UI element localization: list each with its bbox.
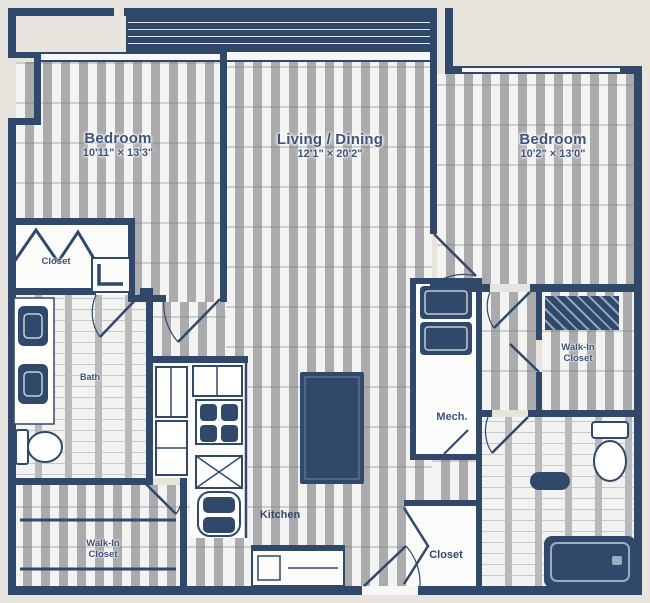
room-entry-closet [406, 504, 478, 586]
room-mech [412, 280, 480, 456]
wall-segment [476, 278, 482, 460]
room-label-living-dining: Living / Dining 12'1" × 20'2" [277, 131, 383, 160]
wall-segment [410, 278, 482, 284]
floor-hall-left [153, 302, 226, 356]
room-kitchen-strip [190, 363, 248, 538]
room-name: Living / Dining [276, 131, 384, 148]
room-label-mech: Mech. [432, 410, 472, 424]
wall-segment [8, 586, 642, 595]
wall-segment [410, 278, 416, 460]
room-fridge-nook [153, 363, 190, 478]
room-label-walkin-left: Walk-In Closet [86, 538, 119, 560]
floor-walkin-left [14, 485, 180, 586]
floor-living-dining [226, 62, 432, 586]
wall-segment [8, 288, 96, 295]
wall-segment [8, 218, 135, 225]
wall-segment [482, 410, 492, 417]
floor-corridor-right [482, 292, 536, 410]
entry-threshold [362, 586, 418, 595]
label-line: Closet [88, 549, 118, 560]
room-label-kitchen: Kitchen [259, 509, 301, 521]
wall-segment [445, 8, 453, 72]
wall-segment [8, 118, 41, 125]
wall-segment [8, 8, 433, 16]
wall-segment [404, 500, 482, 506]
floor-bath-left [12, 295, 146, 485]
floor-bath-right [482, 417, 634, 586]
wall-segment [476, 460, 482, 586]
wall-segment [8, 478, 146, 485]
wall-segment [8, 8, 16, 58]
wall-segment [34, 52, 41, 125]
wall-segment [220, 52, 227, 302]
room-label-bedroom-left: Bedroom 10'11" × 13'3" [83, 130, 153, 159]
wall-segment [146, 288, 153, 485]
wall-segment [536, 372, 542, 417]
room-label-entry-closet: Closet [429, 549, 463, 561]
room-dims: 12'1" × 20'2" [297, 148, 363, 160]
room-label-bedroom-closet: Closet [41, 256, 71, 267]
wall-segment [8, 52, 41, 58]
room-label-bedroom-right: Bedroom 10'2" × 13'0" [519, 131, 586, 160]
room-dims: 10'2" × 13'0" [520, 148, 586, 160]
room-label-bath: Bath [80, 372, 100, 382]
wall-segment [153, 356, 248, 363]
wall-segment [530, 284, 642, 292]
room-name: Bedroom [84, 130, 152, 147]
room-closet-topleft [12, 225, 134, 295]
room-label-walkin-right: Walk-In Closet [561, 342, 594, 364]
balcony-deck [126, 12, 436, 50]
wall-segment [128, 218, 135, 302]
wall-segment [634, 70, 642, 594]
label-line: Walk-In [86, 538, 120, 549]
floor-hall-nook [432, 460, 476, 500]
wall-gap [114, 8, 124, 16]
wall-segment [8, 125, 16, 594]
closet-shelf-hatch [545, 296, 619, 330]
label-line: Walk-In [561, 342, 595, 353]
room-dims: 10'11" × 13'3" [82, 147, 154, 159]
floor-bedroom-right [437, 74, 634, 284]
bedroom-left-window [41, 52, 221, 62]
label-line: Closet [563, 353, 593, 364]
wall-segment [180, 478, 187, 594]
wall-segment [536, 292, 542, 340]
wall-segment [410, 454, 482, 460]
wall-segment [430, 8, 437, 234]
room-name: Bedroom [519, 131, 587, 148]
bedroom-right-window [462, 66, 620, 74]
wall-segment [528, 410, 642, 417]
